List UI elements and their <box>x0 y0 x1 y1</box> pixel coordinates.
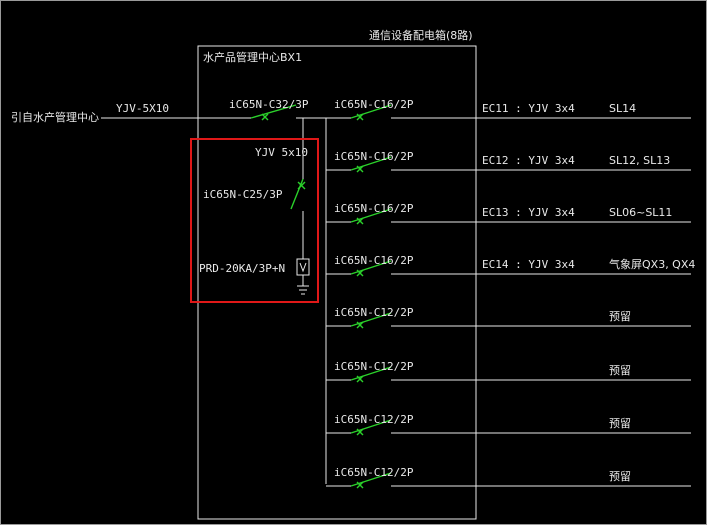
spd-cable-label: YJV 5x10 <box>255 146 308 159</box>
circuit-load-label: SL14 <box>609 102 636 115</box>
spd-breaker-cross-b <box>297 181 306 190</box>
circuit-load-label: 气象屏QX3, QX4 <box>609 257 695 271</box>
surge-arrow-icon <box>299 262 307 273</box>
circuit-breaker-label: iC65N-C12/2P <box>334 466 414 479</box>
circuit-cable-label: EC12 : YJV 3x4 <box>482 154 575 167</box>
incoming-source-label: 引自水产管理中心 <box>11 110 99 124</box>
circuit-breaker-cross <box>356 165 364 173</box>
circuit-breaker-label: iC65N-C16/2P <box>334 254 414 267</box>
circuit-breaker-cross <box>356 269 364 277</box>
spd-highlight-box <box>190 138 319 303</box>
surge-protector-symbol <box>296 258 310 276</box>
main-breaker-contact <box>250 104 297 119</box>
circuit-breaker-label: iC65N-C16/2P <box>334 98 414 111</box>
circuit-breaker-contact <box>350 208 392 223</box>
circuit-load-label: 预留 <box>609 364 631 377</box>
circuit-breaker-contact <box>350 419 392 434</box>
circuit-breaker-label: iC65N-C16/2P <box>334 202 414 215</box>
circuit-breaker-label: iC65N-C12/2P <box>334 306 414 319</box>
circuit-breaker-cross <box>356 321 364 329</box>
circuit-breaker-cross <box>356 113 364 121</box>
circuit-breaker-label: iC65N-C16/2P <box>334 150 414 163</box>
circuit-breaker-contact <box>350 260 392 275</box>
circuit-breaker-cross <box>356 217 364 225</box>
spd-device-label: PRD-20KA/3P+N <box>199 262 285 275</box>
circuit-cable-label: EC14 : YJV 3x4 <box>482 258 575 271</box>
circuit-load-label: 预留 <box>609 310 631 323</box>
circuit-load-label: 预留 <box>609 470 631 483</box>
circuit-breaker-cross <box>356 481 364 489</box>
circuit-load-label: SL06~SL11 <box>609 206 672 219</box>
incoming-cable-label: YJV-5X10 <box>116 102 169 115</box>
enclosure-label: 水产品管理中心BX1 <box>203 50 302 64</box>
circuit-breaker-label: iC65N-C12/2P <box>334 360 414 373</box>
panel-title: 通信设备配电箱(8路) <box>369 28 473 42</box>
circuit-load-label: 预留 <box>609 417 631 430</box>
circuit-breaker-cross <box>356 375 364 383</box>
circuit-breaker-contact <box>350 104 392 119</box>
circuit-breaker-contact <box>350 366 392 381</box>
circuit-cable-label: EC11 : YJV 3x4 <box>482 102 575 115</box>
circuit-breaker-contact <box>350 156 392 171</box>
outgoing-circuits: iC65N-C16/2P EC11 : YJV 3x4 SL14 iC65N-C16/… <box>326 98 695 489</box>
circuit-breaker-cross <box>356 428 364 436</box>
circuit-breaker-contact <box>350 472 392 487</box>
circuit-breaker-label: iC65N-C12/2P <box>334 413 414 426</box>
spd-breaker-contact <box>290 178 304 210</box>
panel-enclosure <box>197 45 477 520</box>
circuit-load-label: SL12, SL13 <box>609 154 670 167</box>
spd-breaker-label: iC65N-C25/3P <box>203 188 283 201</box>
circuit-cable-label: EC13 : YJV 3x4 <box>482 206 575 219</box>
main-breaker-cross-b <box>261 113 269 121</box>
circuit-breaker-contact <box>350 312 392 327</box>
main-breaker-label: iC65N-C32/3P <box>229 98 309 111</box>
